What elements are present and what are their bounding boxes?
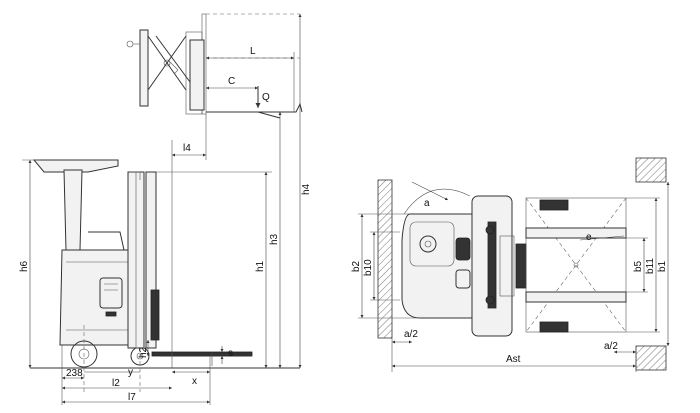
dim-b1: b1	[657, 260, 668, 272]
dim-l2: l2	[112, 378, 120, 389]
dim-a-angle: a	[424, 198, 430, 209]
dim-b11: b11	[645, 258, 656, 274]
control-panel	[455, 237, 471, 261]
truck-body	[59, 231, 136, 346]
mast-rail	[487, 221, 497, 309]
wall-left	[377, 179, 393, 339]
dim-C: C	[228, 76, 235, 87]
fork-left	[525, 227, 627, 239]
dim-y: y	[128, 367, 133, 378]
scissor-mechanism	[126, 29, 191, 107]
side-dimension-labels: L C Q l4 h4 h3 h1 h6 h2 s y x 238 l2 l7	[19, 46, 312, 403]
dim-h6: h6	[19, 260, 30, 272]
mast	[127, 171, 160, 349]
fork-lowered	[151, 351, 253, 357]
battery-cover	[99, 277, 123, 309]
top-dimension-labels: a b2 b10 b5 b11 b1 e a/2 a/2 Ast	[351, 198, 668, 365]
dim-a2-right: a/2	[604, 341, 618, 352]
dim-x: x	[192, 376, 197, 387]
dim-Q: Q	[262, 92, 270, 103]
truck-chassis-top	[401, 195, 527, 337]
fork-carriage	[150, 289, 160, 341]
dim-l7: l7	[128, 392, 136, 403]
wall-bottom-right	[635, 345, 667, 371]
dim-e: e	[586, 232, 592, 243]
badge	[105, 311, 117, 317]
wall-top-right	[635, 157, 667, 183]
dim-Ast: Ast	[506, 354, 521, 365]
turning-arc	[403, 188, 471, 215]
dim-b5: b5	[633, 260, 644, 272]
dim-h1: h1	[255, 260, 266, 272]
side-dimension-lines	[22, 14, 302, 405]
top-dimension-lines	[358, 182, 670, 372]
side-view: L C Q l4 h4 h3 h1 h6 h2 s y x 238 l2 l7	[19, 13, 312, 405]
steering-wheel	[419, 235, 437, 253]
fork-and-pallet	[525, 197, 627, 333]
top-view: a b2 b10 b5 b11 b1 e a/2 a/2 Ast	[351, 157, 670, 372]
overhead-guard	[32, 159, 119, 251]
load-wheel-top	[539, 199, 569, 211]
dim-h4: h4	[301, 183, 312, 195]
dim-b2: b2	[351, 260, 362, 272]
dim-s: s	[228, 348, 233, 359]
dim-h2: h2	[138, 346, 149, 358]
dim-l4: l4	[183, 143, 191, 154]
raised-mast	[185, 13, 303, 119]
dim-a2-left: a/2	[404, 329, 418, 340]
dim-L: L	[250, 46, 256, 57]
load-wheel-bottom	[539, 321, 569, 333]
fork-right	[525, 291, 627, 303]
dim-238: 238	[66, 368, 83, 379]
dim-h3: h3	[269, 233, 280, 245]
dim-b10: b10	[363, 259, 374, 276]
